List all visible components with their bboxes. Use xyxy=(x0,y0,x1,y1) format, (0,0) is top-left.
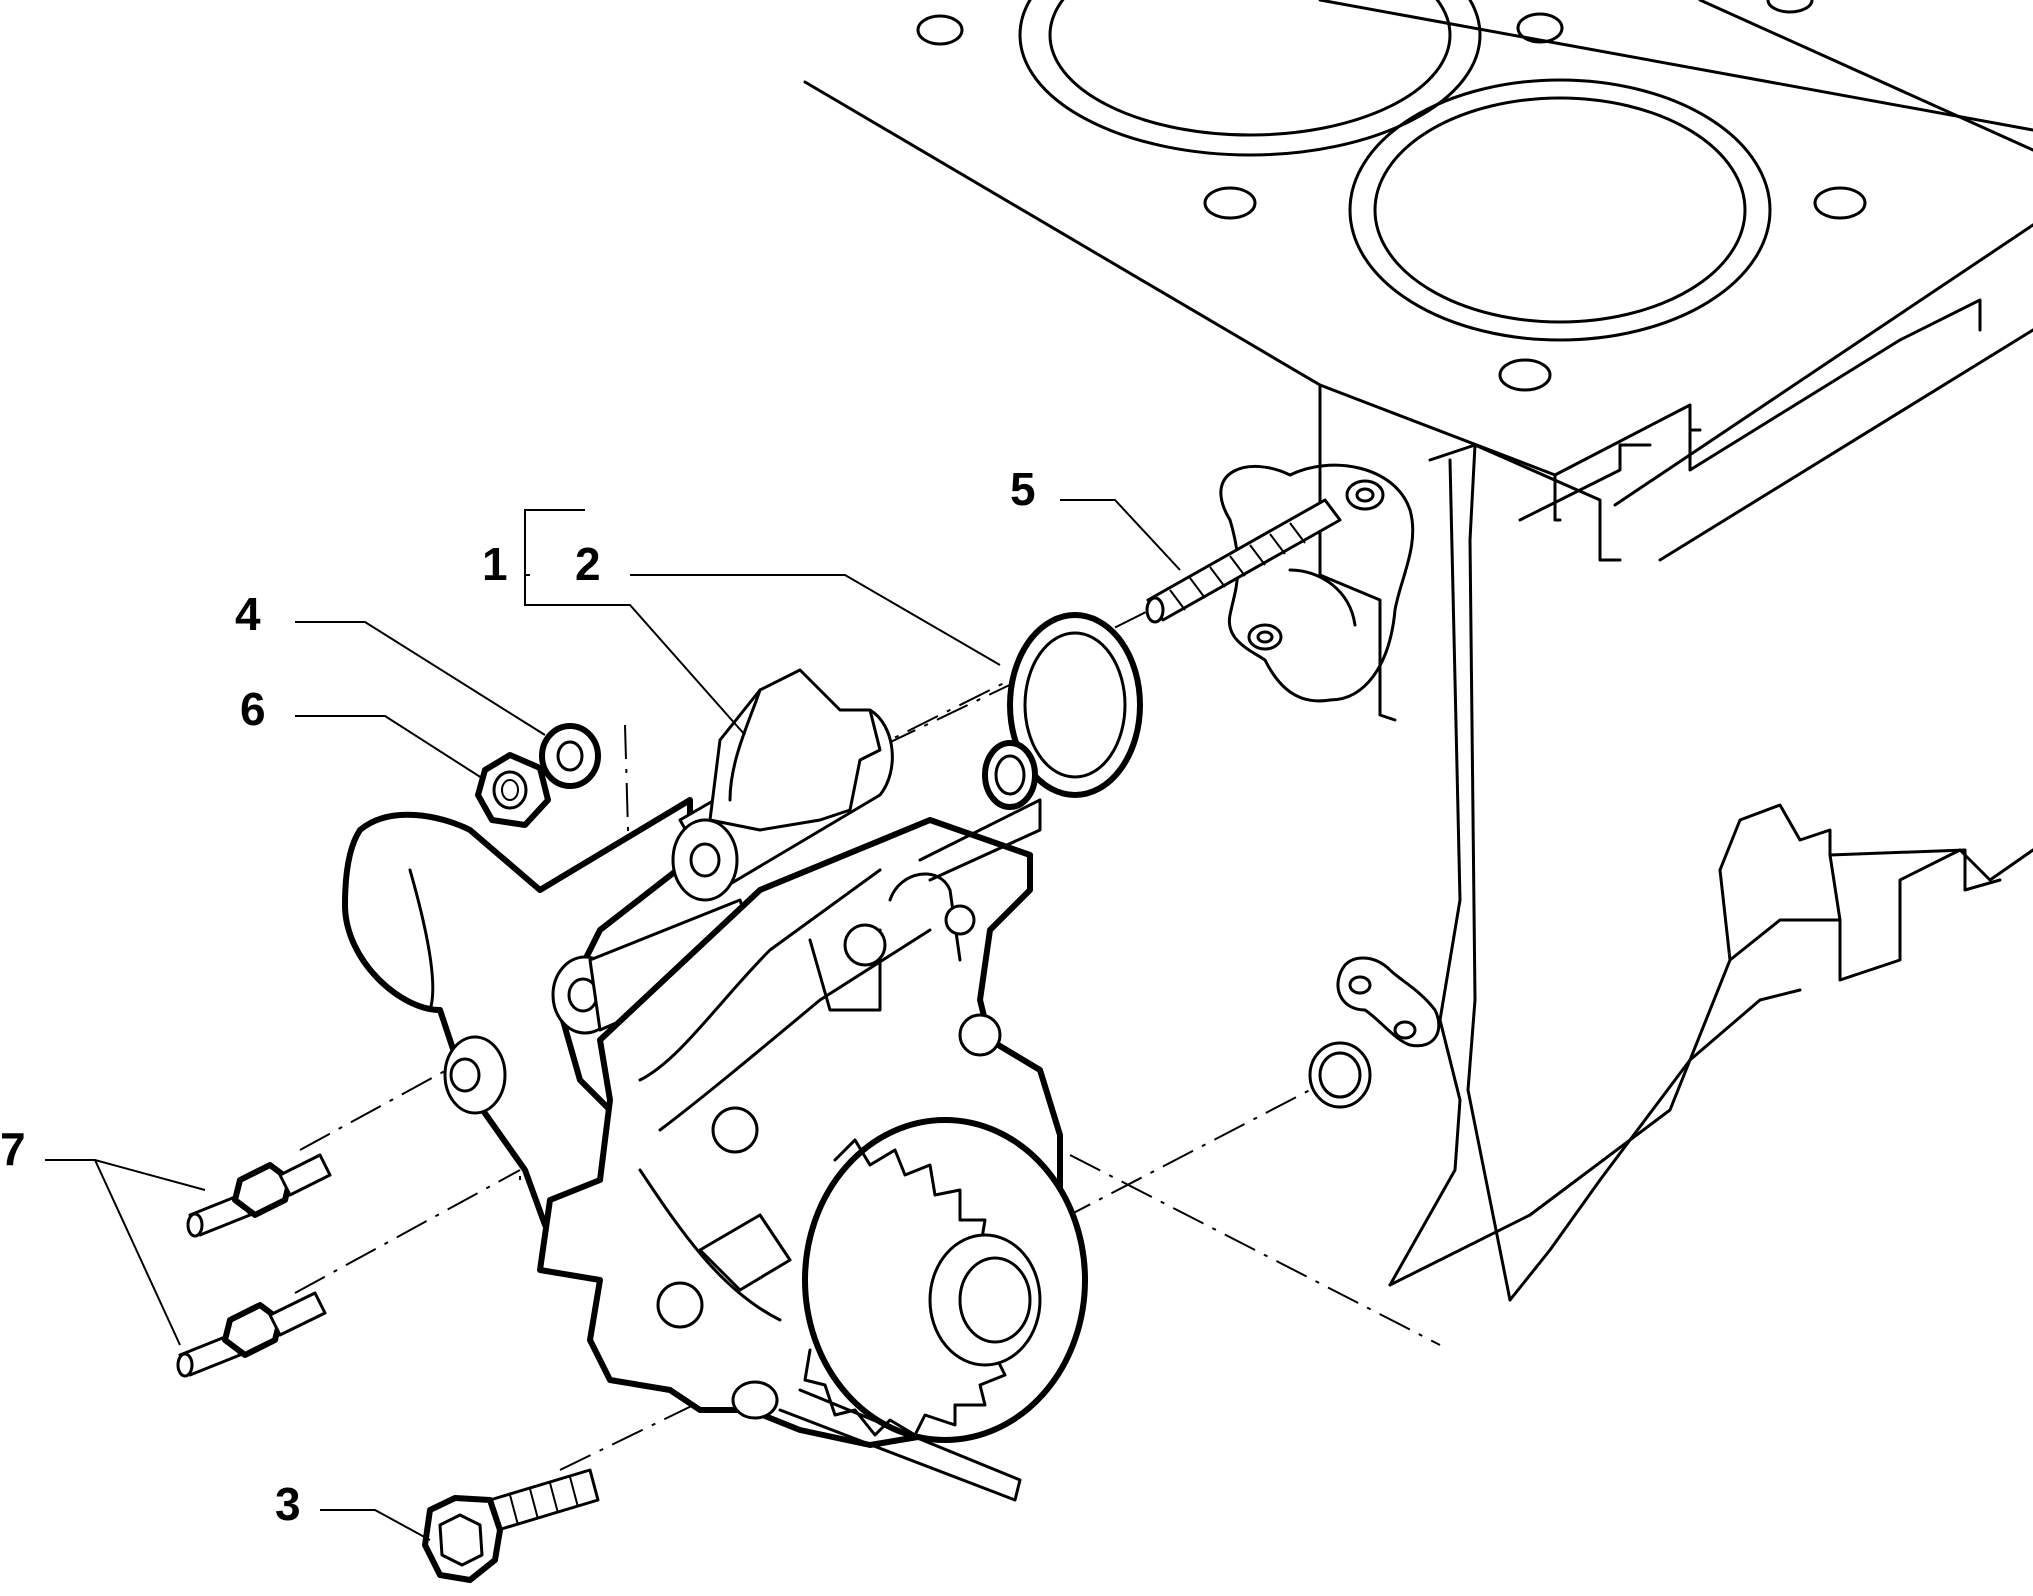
washer xyxy=(539,723,601,789)
callout-7: 7 xyxy=(0,1123,26,1175)
flange-bolt xyxy=(422,1468,600,1583)
engine-block xyxy=(803,0,2033,1302)
callout-5: 5 xyxy=(1010,463,1036,515)
drive-pulley-gear xyxy=(802,1117,1088,1443)
callout-2: 2 xyxy=(575,538,601,590)
pump-gasket-o-ring xyxy=(1007,612,1143,798)
water-pump-assembly xyxy=(342,668,1088,1502)
callout-labels: 1 2 3 4 5 6 7 xyxy=(0,463,1036,1530)
callout-leaders xyxy=(45,499,1181,1541)
callout-6: 6 xyxy=(240,683,266,735)
stud-bolt xyxy=(1145,498,1342,624)
stud-with-collar-upper xyxy=(186,1153,332,1238)
housing-bolt-heads xyxy=(656,904,1002,1420)
small-o-ring xyxy=(982,740,1038,810)
stud-with-collar-lower xyxy=(176,1291,327,1378)
callout-4: 4 xyxy=(235,588,261,640)
hex-nut xyxy=(475,752,551,828)
callout-3: 3 xyxy=(275,1478,301,1530)
callout-1: 1 xyxy=(482,538,508,590)
